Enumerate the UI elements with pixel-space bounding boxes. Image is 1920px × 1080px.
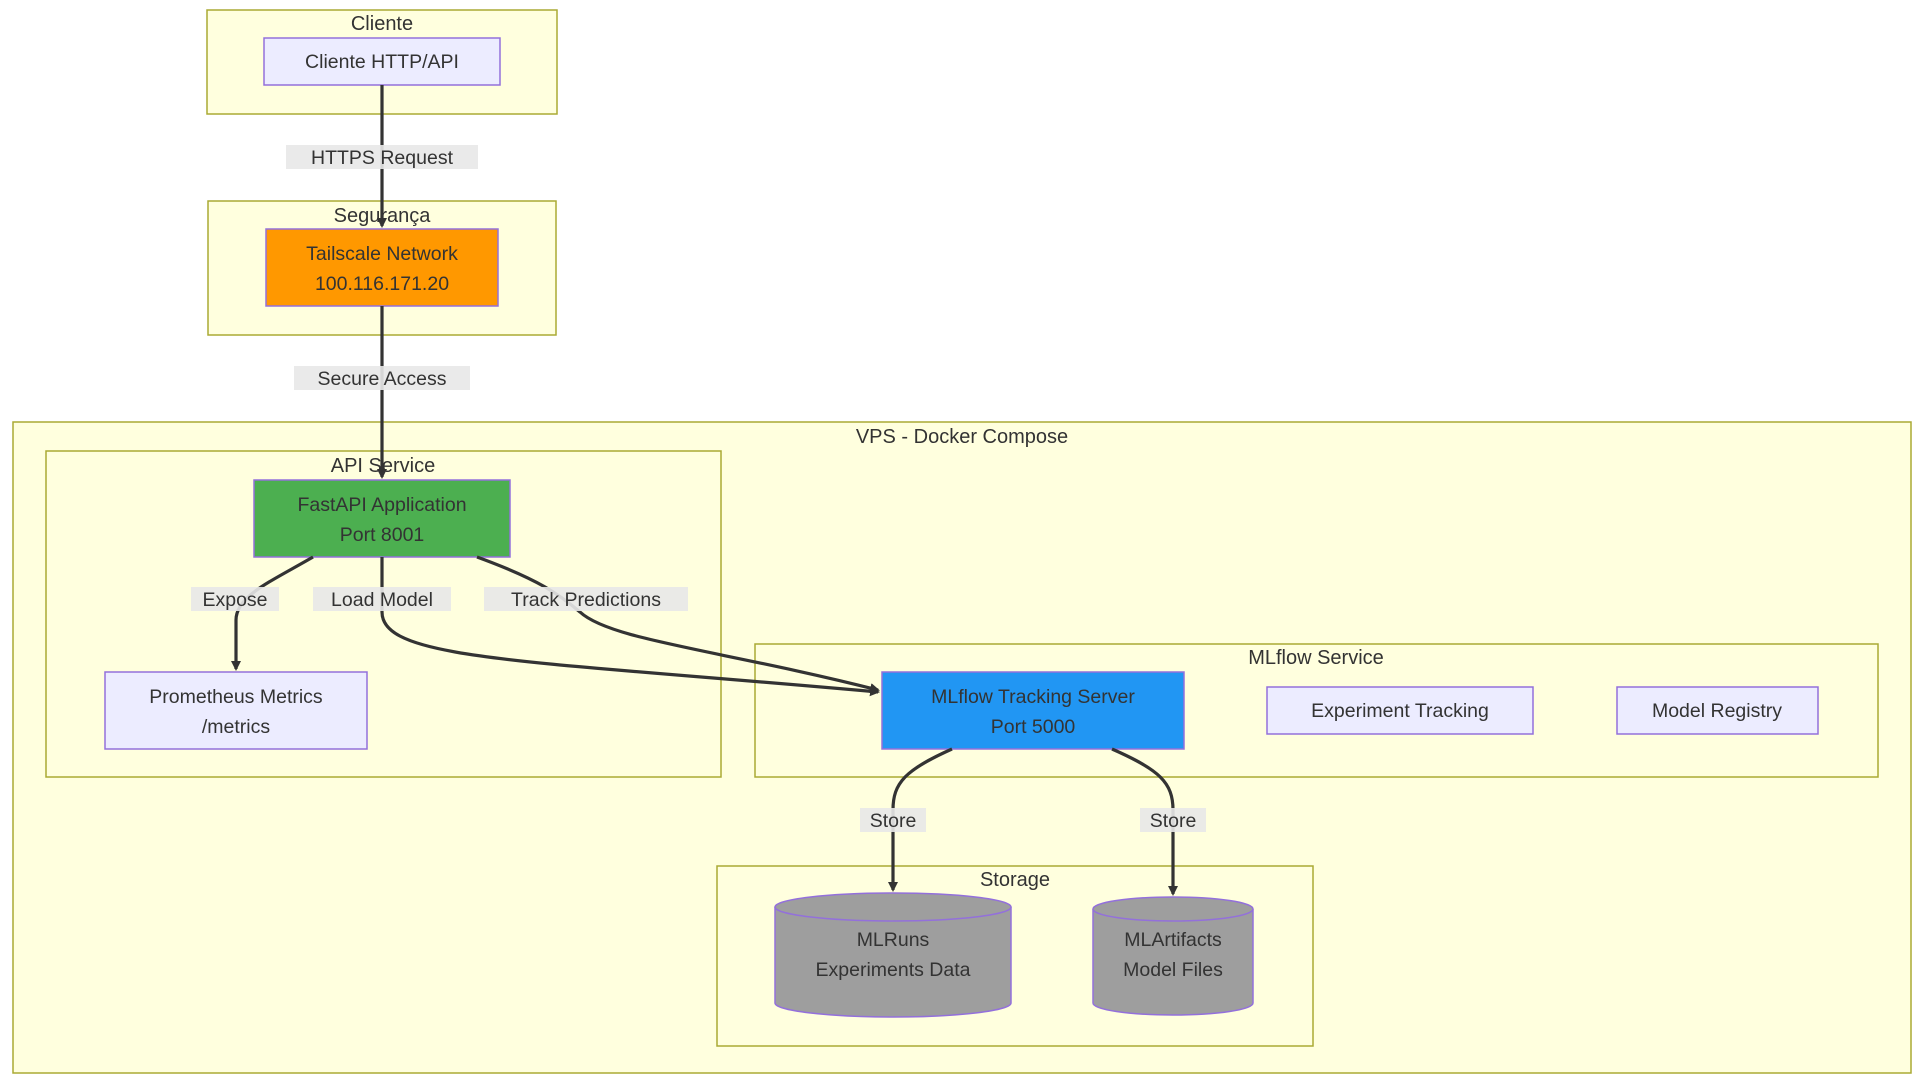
edge-label-https-request: HTTPS Request <box>286 145 478 169</box>
node-mlflow-server-port: Port 5000 <box>991 716 1076 738</box>
node-experiment-tracking-label: Experiment Tracking <box>1311 700 1489 722</box>
svg-text:Load Model: Load Model <box>331 589 433 611</box>
svg-text:Track Predictions: Track Predictions <box>511 589 661 611</box>
node-mlartifacts-desc: Model Files <box>1123 959 1223 981</box>
cluster-cliente-title: Cliente <box>351 13 413 35</box>
svg-text:HTTPS Request: HTTPS Request <box>311 147 454 169</box>
node-mlruns-desc: Experiments Data <box>816 959 971 981</box>
edge-label-expose: Expose <box>191 587 279 611</box>
svg-text:Secure Access: Secure Access <box>318 368 447 390</box>
cluster-mlflow-service-title: MLflow Service <box>1248 647 1384 669</box>
node-prometheus-path: /metrics <box>202 716 271 738</box>
node-prometheus: Prometheus Metrics /metrics <box>104 671 368 750</box>
edge-label-load-model: Load Model <box>313 587 451 611</box>
edge-label-store-artifacts: Store <box>1140 808 1206 832</box>
node-fastapi-label: FastAPI Application <box>297 494 466 516</box>
cluster-vps-title: VPS - Docker Compose <box>856 426 1068 448</box>
edge-track-predictions <box>476 555 880 693</box>
edge-label-track-predictions: Track Predictions <box>484 587 688 611</box>
node-mlartifacts-label: MLArtifacts <box>1124 929 1222 951</box>
node-cliente-http: Cliente HTTP/API <box>263 37 501 86</box>
node-tailscale-ip: 100.116.171.20 <box>315 273 449 295</box>
node-fastapi-port: Port 8001 <box>340 524 425 546</box>
node-fastapi: FastAPI Application Port 8001 <box>253 479 511 558</box>
edge-label-secure-access: Secure Access <box>294 366 470 390</box>
node-prometheus-label: Prometheus Metrics <box>149 686 323 708</box>
edge-label-store-runs: Store <box>860 808 926 832</box>
node-mlflow-server: MLflow Tracking Server Port 5000 <box>881 671 1185 750</box>
node-experiment-tracking: Experiment Tracking <box>1266 686 1534 735</box>
node-model-registry-label: Model Registry <box>1652 700 1782 722</box>
svg-text:Store: Store <box>1150 810 1197 832</box>
node-tailscale: Tailscale Network 100.116.171.20 <box>265 228 499 307</box>
edge-load-model <box>380 557 880 697</box>
node-mlartifacts-cylinder: MLArtifacts Model Files <box>1092 896 1254 1016</box>
node-mlruns-label: MLRuns <box>857 929 930 951</box>
node-mlflow-server-label: MLflow Tracking Server <box>931 686 1135 708</box>
svg-text:Expose: Expose <box>202 589 267 611</box>
svg-text:Store: Store <box>870 810 917 832</box>
node-tailscale-label: Tailscale Network <box>306 243 458 265</box>
node-model-registry: Model Registry <box>1616 686 1819 735</box>
cluster-storage-title: Storage <box>980 869 1050 891</box>
node-mlruns-cylinder: MLRuns Experiments Data <box>774 892 1012 1018</box>
node-cliente-http-label: Cliente HTTP/API <box>305 51 459 73</box>
